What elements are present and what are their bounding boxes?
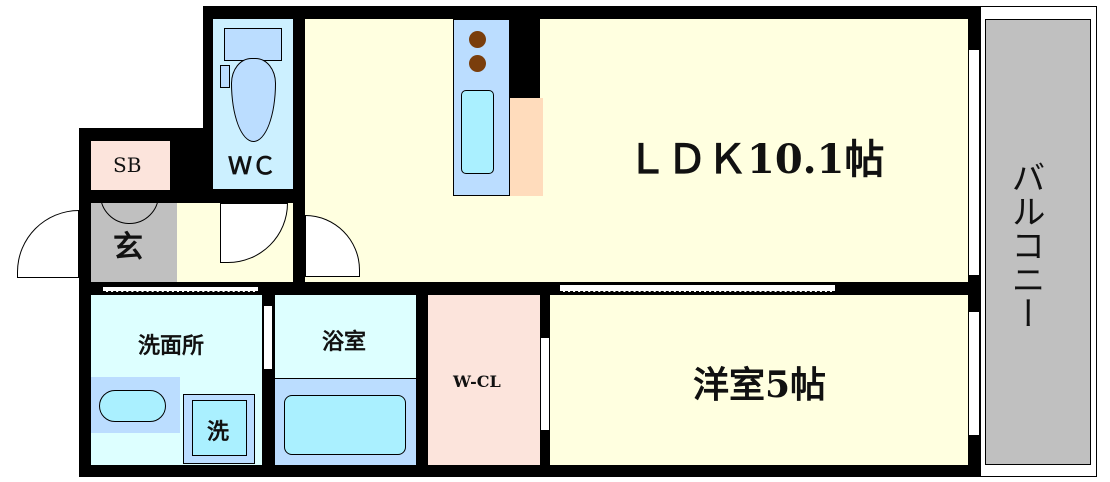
- ldk-room: [305, 19, 968, 282]
- front-door[interactable]: [17, 210, 79, 278]
- fridge-space: [510, 98, 543, 196]
- western-room-sliding-door[interactable]: [560, 284, 835, 292]
- western-room: [550, 295, 968, 465]
- toilet-icon: [231, 58, 276, 142]
- entrance-label: 玄: [113, 230, 143, 265]
- western-room-label: 洋室5帖: [693, 364, 827, 406]
- washer-pan: [192, 400, 247, 456]
- ldk-window: [968, 50, 980, 275]
- washer-label: 洗: [207, 419, 230, 445]
- wc-label: ＷＣ: [228, 151, 276, 180]
- toilet-tank: [224, 28, 282, 61]
- sb-label: SB: [113, 153, 142, 177]
- bathroom-label: 浴室: [322, 329, 367, 355]
- bathtub: [284, 395, 406, 455]
- wash-basin: [99, 390, 166, 422]
- pillar: [510, 19, 540, 98]
- walk-in-closet: [428, 295, 540, 465]
- wcl-door[interactable]: [540, 337, 550, 431]
- kitchen-sink: [461, 90, 494, 174]
- bath-door[interactable]: [263, 305, 273, 370]
- shoe-box: [91, 141, 170, 190]
- toilet-paper: [220, 65, 230, 88]
- balcony-floor: [985, 19, 1091, 465]
- stove-burner-icon: [469, 31, 486, 48]
- washroom-label: 洗面所: [138, 333, 205, 359]
- ldk-label: ＬＤＫ10.1帖: [627, 136, 885, 183]
- stove-burner-icon: [469, 55, 486, 72]
- western-room-window: [968, 312, 980, 435]
- wcl-label: W-CL: [453, 372, 501, 391]
- balcony-label: バルコニー: [1005, 160, 1045, 330]
- washroom-door[interactable]: [103, 286, 258, 292]
